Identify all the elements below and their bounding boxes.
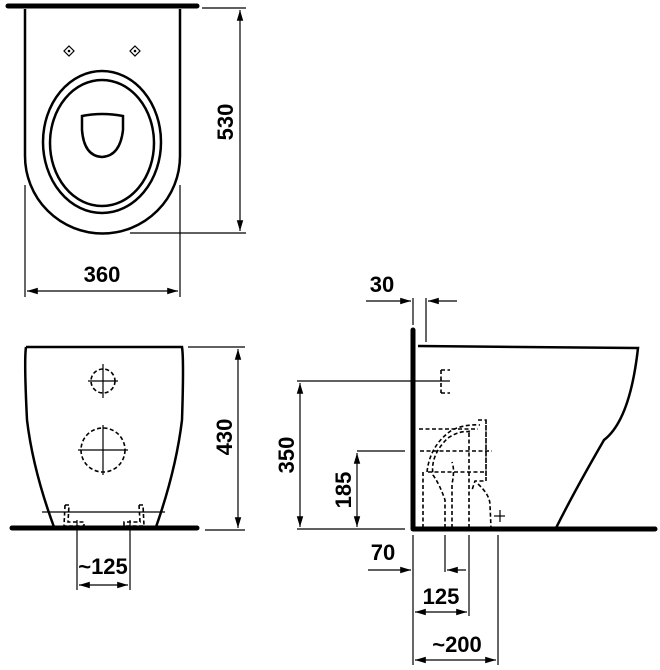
screw-icon: [63, 45, 141, 57]
bowl-outline-side: [417, 344, 640, 529]
dimension-label-430: 430: [212, 419, 237, 456]
dimension-label-200: ~200: [432, 632, 482, 657]
dimension-label-350: 350: [274, 437, 299, 474]
dimension-label-530: 530: [213, 104, 238, 141]
inlet-connector: [440, 369, 450, 394]
dimension-label-fixing: ~125: [78, 554, 128, 579]
dimension-label-125: 125: [423, 584, 460, 609]
seat-inner-ring: [48, 78, 156, 208]
seat-outer-ring: [41, 69, 163, 215]
dimension-label-360: 360: [84, 262, 121, 287]
bowl-outline: [23, 9, 182, 235]
dimension-label-185: 185: [331, 472, 356, 509]
side-view: 30 350 185 70 125 ~200: [274, 272, 658, 665]
fixing-bracket-icon: [42, 504, 165, 527]
bowl-opening: [80, 112, 125, 159]
top-view: 530 360: [5, 3, 246, 297]
bowl-outline-front: [23, 345, 185, 528]
outlet-pipe: [419, 419, 505, 529]
dimension-label-30: 30: [370, 272, 394, 297]
front-view: 430 ~125: [9, 345, 245, 590]
dimension-label-70: 70: [371, 540, 395, 565]
